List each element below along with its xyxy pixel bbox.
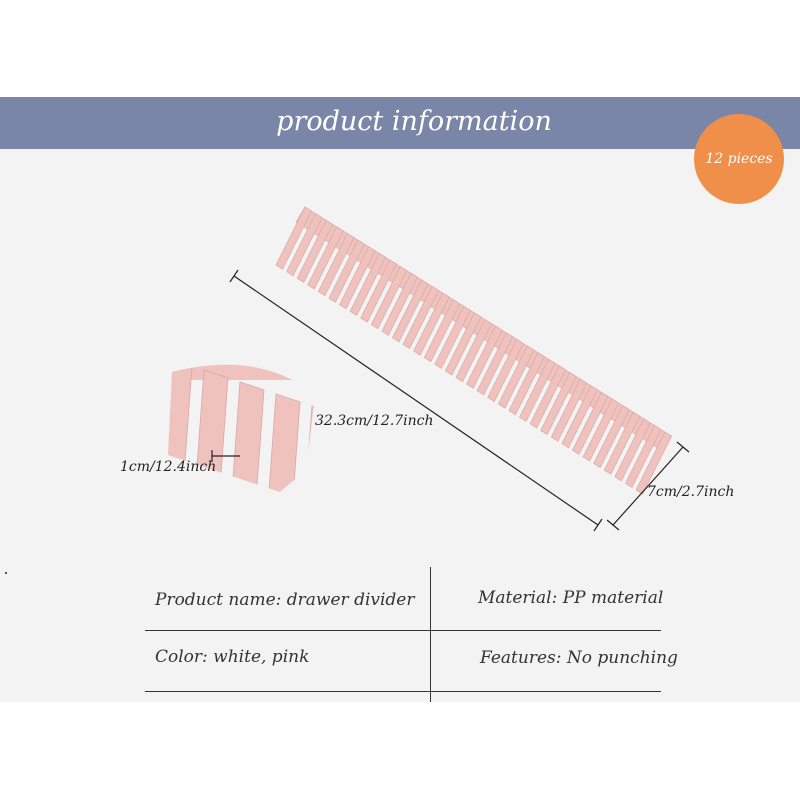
material-text: Material: PP material [478, 588, 664, 608]
table-divider-top [145, 630, 661, 631]
header-banner [0, 97, 800, 149]
product-name-text: Product name: drawer divider [155, 590, 415, 610]
table-column-divider [430, 567, 431, 702]
divider-image [275, 206, 673, 495]
height-dimension-line [606, 441, 690, 531]
slot-dimension-line [211, 450, 240, 462]
pieces-badge: 12 pieces [694, 114, 784, 204]
zoom-detail-image [168, 364, 315, 492]
length-label: 32.3cm/12.7inch [315, 413, 434, 429]
height-label: 7cm/2.7inch [647, 484, 735, 500]
stray-mark [5, 572, 7, 574]
banner-title: product information [276, 106, 552, 137]
color-text: Color: white, pink [155, 647, 310, 667]
slot-label: 1cm/12.4inch [120, 459, 217, 475]
length-dimension-line [229, 269, 603, 532]
content-panel [0, 97, 800, 702]
table-divider-bottom [145, 691, 661, 692]
features-text: Features: No punching [480, 648, 678, 668]
